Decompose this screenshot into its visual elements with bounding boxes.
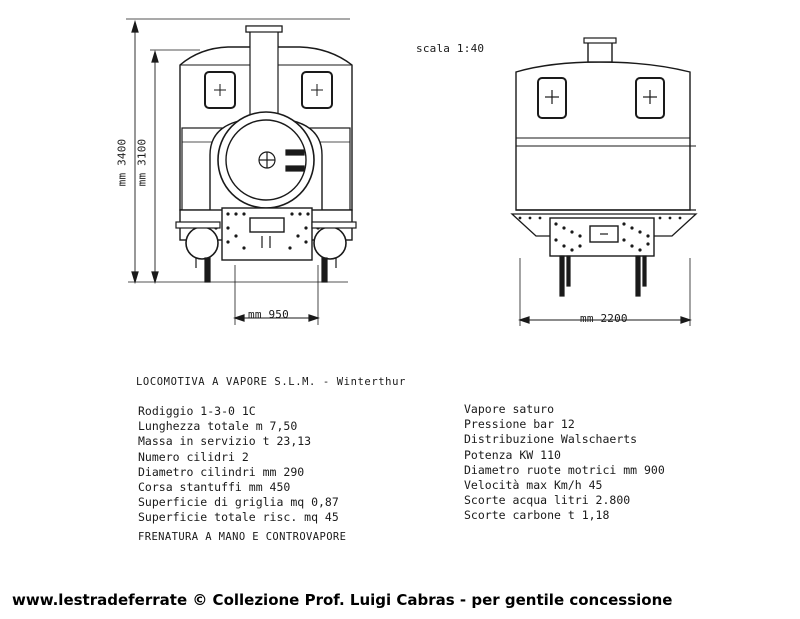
spec-corsa: Corsa stantuffi mm 450 <box>138 479 291 494</box>
spec-massa: Massa in servizio t 23,13 <box>138 434 312 449</box>
spec-carbone: Scorte carbone t 1,18 <box>464 508 610 523</box>
spec-potenza: Potenza KW 110 <box>464 447 561 462</box>
dimension-label-3100: mm 3100 <box>135 138 149 187</box>
spec-lunghezza: Lunghezza totale m 7,50 <box>138 419 298 434</box>
copyright-footer: www.lestradeferrate © Collezione Prof. L… <box>12 591 673 609</box>
left-buffer <box>185 226 219 260</box>
spec-superficie-risc: Superficie totale risc. mq 45 <box>138 510 339 525</box>
spec-distribuzione: Distribuzione Walschaerts <box>464 432 638 447</box>
spec-diametro-cilindri: Diametro cilindri mm 290 <box>138 464 305 479</box>
spec-rodiggio: Rodiggio 1-3-0 1C <box>138 404 256 418</box>
dimension-label-950: mm 950 <box>248 308 289 321</box>
rear-view <box>510 37 698 326</box>
dimension-label-3400: mm 3400 <box>115 138 129 187</box>
specs-left: Rodiggio 1-3-0 1C Lunghezza totale m 7,5… <box>138 404 339 526</box>
right-buffer <box>313 226 347 260</box>
dimension-label-2200: mm 2200 <box>580 312 628 325</box>
spec-pressione: Pressione bar 12 <box>464 417 575 432</box>
front-view <box>126 18 357 325</box>
spec-velocita: Velocità max Km/h 45 <box>464 477 603 492</box>
locomotive-heading: LOCOMOTIVA A VAPORE S.L.M. - Winterthur <box>136 376 406 388</box>
spec-griglia: Superficie di griglia mq 0,87 <box>138 495 339 510</box>
spec-diametro-ruote: Diametro ruote motrici mm 900 <box>464 462 665 477</box>
spec-cilindri: Numero cilidri 2 <box>138 449 249 464</box>
spec-vapore: Vapore saturo <box>464 402 555 416</box>
scale-label: scala 1:40 <box>416 42 485 55</box>
specs-right: Vapore saturo Pressione bar 12 Distribuz… <box>464 402 665 524</box>
brakes-note: FRENATURA A MANO E CONTROVAPORE <box>138 531 347 543</box>
spec-acqua: Scorte acqua litri 2.800 <box>464 493 631 508</box>
